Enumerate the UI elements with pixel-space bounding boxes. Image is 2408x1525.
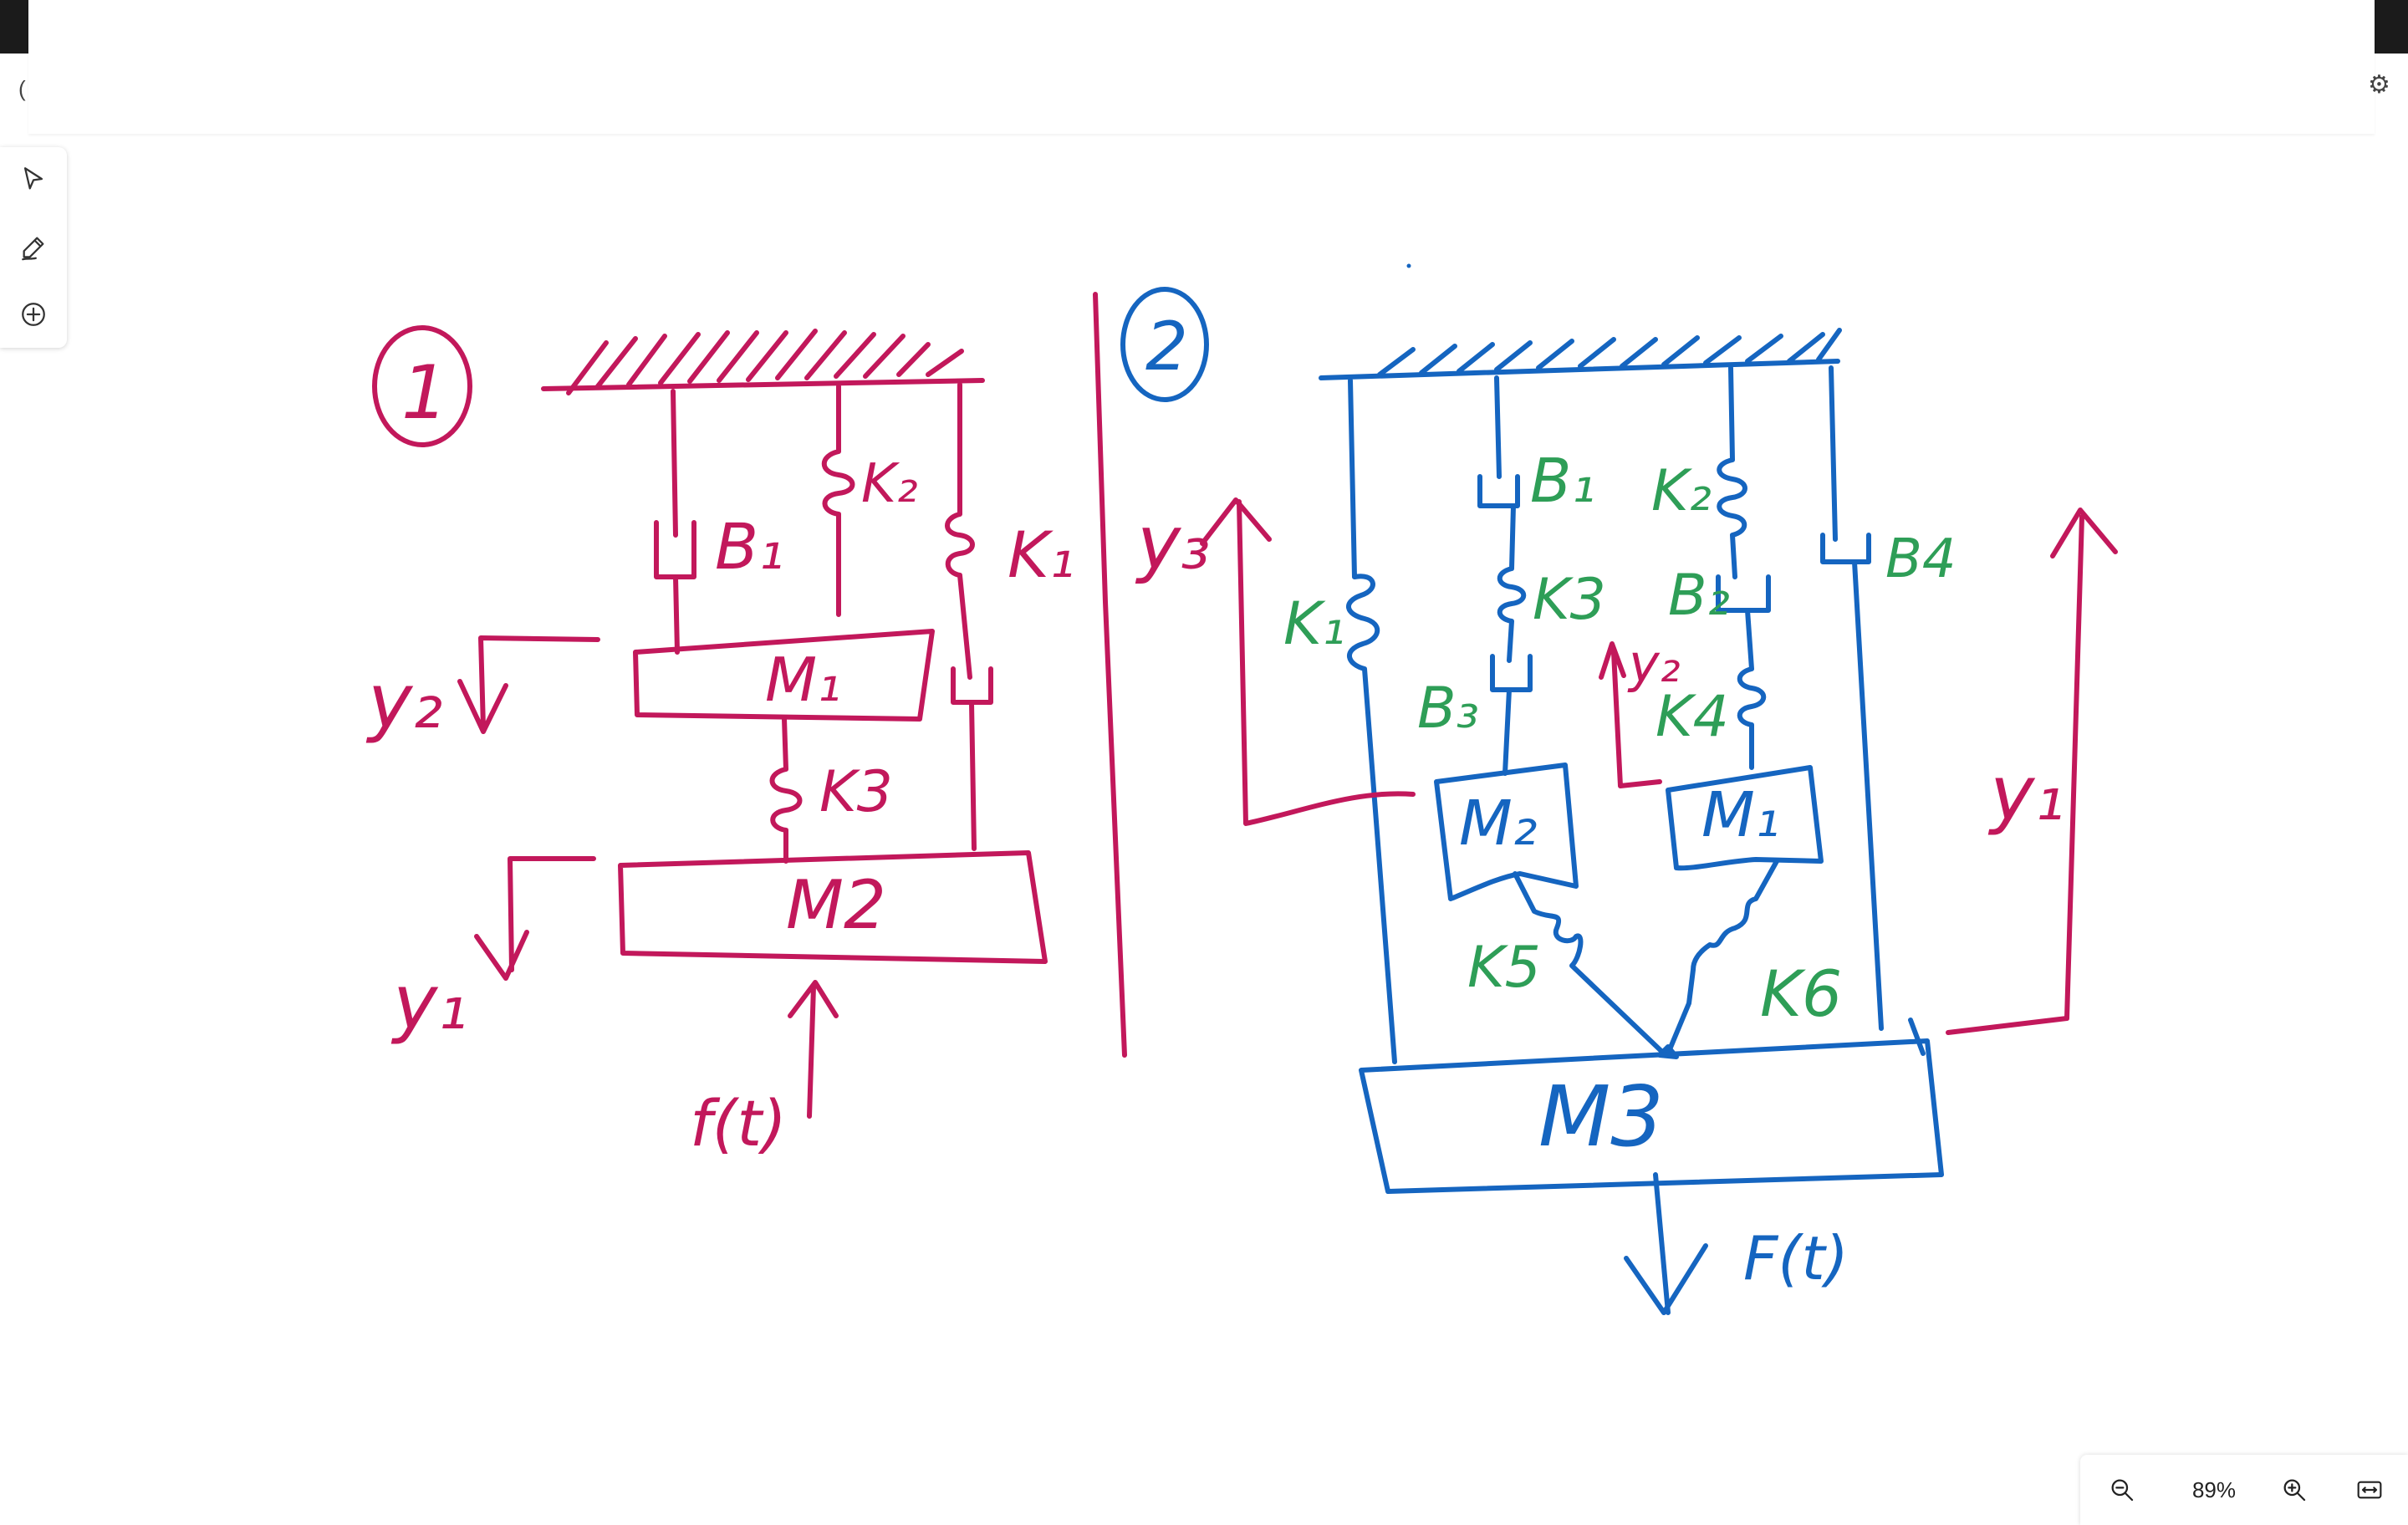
sketch2-k6-label: K6 bbox=[1760, 956, 1842, 1031]
stray-dot bbox=[1406, 263, 1411, 268]
select-arrow-icon[interactable] bbox=[13, 159, 54, 199]
sketch1-m1-label: M₁ bbox=[765, 645, 841, 715]
sketch1-force-label: f(t) bbox=[690, 1086, 787, 1160]
sketch1-y1-label: y₁ bbox=[390, 959, 467, 1047]
zoom-level[interactable]: 89% bbox=[2191, 1477, 2237, 1502]
sketch2-b1-label: B₁ bbox=[1530, 446, 1595, 516]
sketch2-y1-label: y₁ bbox=[1987, 750, 2064, 838]
sketch1-y2-label: y₂ bbox=[365, 658, 442, 746]
sketch1-number: 1 bbox=[401, 349, 448, 436]
sketch-2: 2 K₁ B₁ K3 B₃ K₂ bbox=[1120, 287, 2118, 1315]
sketch2-y3-label: y₃ bbox=[1135, 500, 1210, 586]
pen-icon[interactable] bbox=[13, 227, 54, 268]
fit-width-icon[interactable] bbox=[2349, 1470, 2390, 1510]
sketch1-b1-label: B₁ bbox=[715, 509, 784, 584]
settings-icon[interactable]: ⚙ bbox=[2368, 71, 2390, 99]
sketch2-b3-label: B₃ bbox=[1417, 676, 1479, 742]
sketch2-number: 2 bbox=[1145, 308, 1188, 385]
sketch1-m2-label: M2 bbox=[786, 866, 886, 944]
sketch2-b4-label: B4 bbox=[1885, 528, 1956, 590]
app-header bbox=[28, 0, 2375, 134]
sketch2-m2-label: M₂ bbox=[1459, 788, 1538, 859]
sketch1-k1-label: K₁ bbox=[1008, 518, 1074, 592]
back-icon[interactable]: ( bbox=[18, 76, 26, 101]
zoom-out-icon[interactable] bbox=[2102, 1470, 2142, 1510]
sketch2-k4-label: K4 bbox=[1656, 684, 1729, 750]
sketch2-k1-label: K₁ bbox=[1283, 589, 1345, 658]
sketch2-k2-label: K₂ bbox=[1651, 458, 1712, 524]
sketch2-k3-label: K3 bbox=[1533, 567, 1606, 633]
add-icon[interactable] bbox=[13, 294, 54, 334]
sketch2-k5-label: K5 bbox=[1467, 935, 1541, 1001]
zoom-controls: 89% bbox=[2080, 1455, 2408, 1525]
zoom-in-icon[interactable] bbox=[2274, 1470, 2314, 1510]
sketch1-k2-label: K₂ bbox=[861, 453, 918, 515]
sketch2-y2-label: y₂ bbox=[1627, 633, 1681, 694]
sketch-1: 1 B₁ K₂ K₁ M₁ K3 M2 y₂ y₁ f(t) bbox=[365, 325, 1074, 1160]
sketch-divider bbox=[1093, 292, 1127, 1058]
sketch1-k3-label: K3 bbox=[819, 759, 893, 825]
sketch2-m3-label: M3 bbox=[1538, 1068, 1664, 1165]
sketch2-b2-label: B₂ bbox=[1668, 563, 1730, 629]
drawing-toolbar bbox=[0, 147, 67, 348]
sketch2-force-label: F(t) bbox=[1743, 1223, 1849, 1293]
sketch2-m1-label: M₁ bbox=[1701, 779, 1780, 851]
